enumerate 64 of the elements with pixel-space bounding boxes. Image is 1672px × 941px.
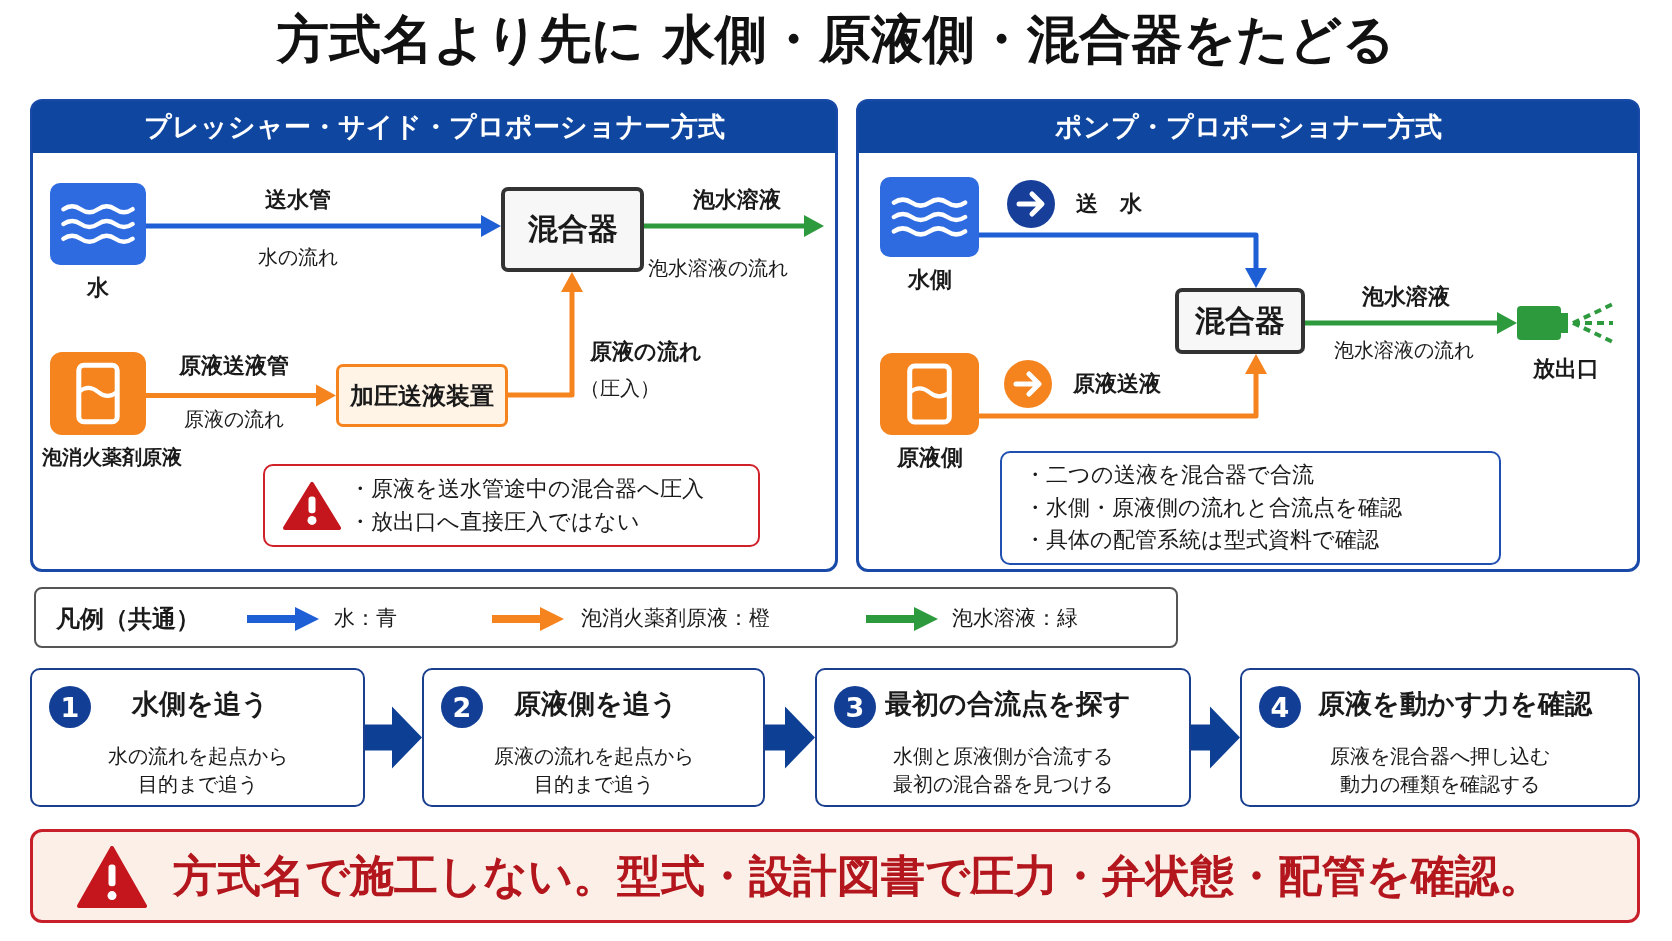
flow-arrow — [1305, 312, 1517, 334]
panel — [30, 99, 838, 572]
flow-note: 原液の流れ — [184, 407, 284, 431]
edge-label: 送 水 — [1076, 190, 1142, 218]
flow-arrow — [979, 354, 1267, 419]
step-description: 原液を混合器へ押し込む動力の種類を確認する — [1329, 743, 1551, 798]
flow-note: （圧入） — [580, 376, 660, 400]
step-card — [30, 668, 365, 807]
legend-label: 泡消火薬剤原液：橙 — [581, 606, 770, 632]
step-card — [815, 668, 1191, 807]
step-description: 水側と原液側が合流する最初の混合器を見つける — [892, 743, 1114, 798]
step-card — [422, 668, 765, 807]
step-number: 2 — [441, 686, 483, 728]
step-title: 最初の合流点を探す — [885, 688, 1131, 721]
step-number: 1 — [49, 686, 91, 728]
icon-label: 水 — [87, 275, 109, 302]
note-box — [1000, 451, 1501, 565]
flow-arrow — [644, 215, 824, 237]
flow-arrow — [146, 215, 501, 237]
edge-label: 原液送液 — [1073, 370, 1161, 398]
edge-label: 原液送液管 — [179, 352, 289, 380]
flow-arrow — [146, 384, 336, 407]
panel — [856, 99, 1640, 572]
mixer-box: 混合器 — [1175, 288, 1305, 354]
flow-note: 泡水溶液の流れ — [1334, 338, 1474, 362]
step-number: 4 — [1259, 686, 1301, 728]
warning-banner — [30, 829, 1640, 923]
edge-label: 泡水溶液 — [693, 186, 781, 214]
panel-header: プレッシャー・サイド・プロポーショナー方式 — [32, 101, 836, 153]
step-title: 原液を動かす力を確認 — [1318, 688, 1592, 721]
flow-note: 泡水溶液の流れ — [648, 256, 788, 280]
note-line: ・具体の配管系統は型式資料で確認 — [1024, 527, 1380, 554]
legend-label: 水：青 — [334, 606, 397, 632]
edge-label: 泡水溶液 — [1362, 283, 1450, 311]
icon-label: 泡消火薬剤原液 — [42, 445, 182, 469]
icon-label: 原液側 — [896, 445, 963, 472]
icon-label: 放出口 — [1533, 356, 1599, 383]
legend-title: 凡例（共通） — [56, 604, 200, 634]
step-number: 3 — [834, 686, 876, 728]
step-card — [1240, 668, 1640, 807]
mixer-box: 混合器 — [501, 187, 644, 272]
step-description: 水の流れを起点から目的まで追う — [106, 743, 289, 798]
note-line: ・原液を送水管途中の混合器へ圧入 — [349, 476, 705, 503]
title: 方式名より先に 水側・原液側・混合器をたどる — [275, 8, 1396, 71]
warning-box — [263, 464, 760, 547]
step-title: 原液側を追う — [514, 688, 678, 721]
note-line: ・水側・原液側の流れと合流点を確認 — [1024, 494, 1403, 522]
panel-header: ポンプ・プロポーショナー方式 — [858, 101, 1638, 153]
flow-arrow — [508, 272, 583, 398]
edge-label: 送水管 — [265, 186, 331, 214]
device-box: 加圧送液装置 — [336, 364, 508, 427]
note-line: ・放出口へ直接圧入ではない — [349, 508, 641, 535]
step-arrow — [1191, 706, 1240, 769]
flow-arrow — [979, 232, 1267, 288]
step-title: 水側を追う — [132, 688, 269, 721]
edge-label: 原液の流れ — [590, 338, 702, 366]
flow-note: 水の流れ — [258, 245, 338, 269]
step-arrow — [365, 706, 422, 769]
icon-label: 水側 — [907, 267, 952, 294]
step-description: 原液の流れを起点から目的まで追う — [492, 743, 695, 798]
step-arrow — [765, 706, 815, 769]
warning-text: 方式名で施工しない。型式・設計図書で圧力・弁状態・配管を確認。 — [173, 849, 1543, 903]
legend-label: 泡水溶液：緑 — [952, 606, 1078, 632]
note-line: ・二つの送液を混合器で合流 — [1024, 462, 1315, 489]
